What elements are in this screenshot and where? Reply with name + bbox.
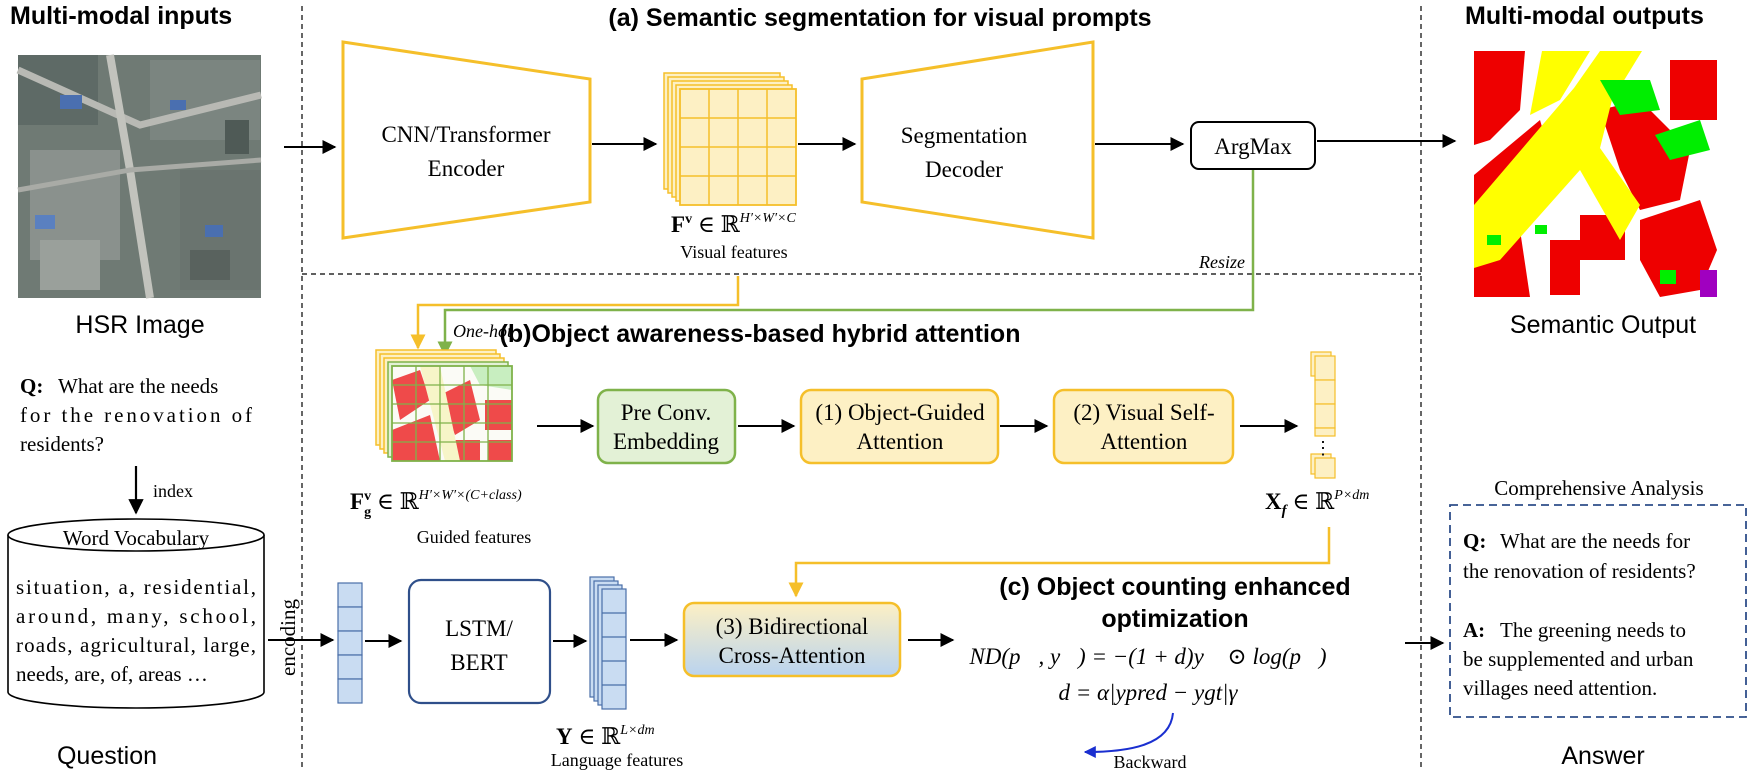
analysis-a-prefix: A: [1463, 618, 1485, 642]
outputs-header: Multi-modal outputs [1465, 2, 1704, 30]
argmax-label: ArgMax [1214, 134, 1292, 159]
argmax-box [1190, 121, 1316, 170]
object-guided-attention-box [799, 388, 1000, 465]
question-line-2: for the renovation of [20, 403, 252, 427]
word-vocabulary-cylinder [7, 518, 265, 709]
question-label: Question [57, 742, 157, 770]
vocab-line-3: roads, agricultural, large, [16, 633, 256, 657]
bca-line2: Cross-Attention [719, 643, 866, 668]
onehot-label: One-hot [453, 321, 513, 341]
inputs-header: Multi-modal inputs [10, 2, 232, 30]
visual-feature-stack [663, 72, 797, 206]
guided-features-caption: Guided features [417, 527, 531, 547]
resize-onehot-path [437, 170, 1255, 357]
semantic-output-map [1474, 51, 1717, 297]
language-features-caption: Language features [551, 750, 683, 770]
visual-self-attention-box [1052, 388, 1235, 465]
y-symbol: Y ∈ ℝL×dm [556, 723, 655, 749]
decoder-label-line2: Decoder [925, 157, 1003, 182]
semantic-output-label: Semantic Output [1510, 311, 1696, 339]
section-a-title: (a) Semantic segmentation for visual pro… [608, 4, 1151, 32]
guided-feature-stack [375, 349, 513, 462]
pre-conv-embedding-box [596, 388, 737, 465]
question-prefix: Q: [20, 374, 43, 398]
encoding-label: encoding [276, 599, 300, 676]
hsr-satellite-image [16, 54, 262, 299]
xf-ellipsis: ⋮ [1314, 438, 1332, 458]
question-line-3: residents? [20, 432, 104, 456]
visual-features-path [410, 276, 740, 350]
analysis-box [1449, 504, 1747, 718]
analysis-q-line1: What are the needs for [1500, 529, 1690, 553]
hsr-image-label: HSR Image [75, 311, 204, 339]
oga-line1: (1) Object-Guided [815, 400, 985, 425]
lstm-line1: LSTM/ [445, 616, 513, 641]
vocab-line-4: needs, are, of, areas … [16, 662, 208, 686]
visual-features-caption: Visual features [680, 242, 787, 262]
vsa-line2: Attention [1101, 429, 1188, 454]
decoder-label-line1: Segmentation [901, 123, 1028, 148]
question-line-1: What are the needs [58, 374, 218, 398]
backward-label: Backward [1114, 752, 1187, 772]
resize-label: Resize [1198, 252, 1245, 272]
vsa-line1: (2) Visual Self- [1073, 400, 1214, 425]
encoder-label-line2: Encoder [428, 156, 505, 181]
index-label: index [153, 481, 193, 501]
xf-symbol: Xf ∈ ℝP×dm [1265, 488, 1369, 519]
section-c-title-line2: optimization [1101, 605, 1248, 633]
bca-line1: (3) Bidirectional [716, 614, 869, 639]
vocab-line-1: situation, a, residential, [16, 575, 256, 599]
language-feature-stack [589, 576, 627, 710]
analysis-title: Comprehensive Analysis [1494, 476, 1703, 500]
analysis-a-line1: The greening needs to [1500, 618, 1686, 642]
pre-conv-line2: Embedding [613, 429, 720, 454]
xf-token-stack [1310, 351, 1336, 479]
section-b-title: (b)Object awareness-based hybrid attenti… [500, 320, 1021, 348]
backward-arrow [1083, 712, 1174, 758]
analysis-a-line3: villages need attention. [1463, 676, 1657, 700]
analysis-q-line2: the renovation of residents? [1463, 559, 1696, 583]
xf-to-bca-path [788, 527, 1331, 598]
bidirectional-cross-attention-box [682, 601, 902, 678]
analysis-q-prefix: Q: [1463, 529, 1486, 553]
oga-line2: Attention [857, 429, 944, 454]
analysis-a-line2: be supplemented and urban [1463, 647, 1694, 671]
fv-symbol: Fv ∈ ℝH′×W′×C [671, 211, 796, 237]
loss-formula-d: d = α|ypred − ygt|γ [1059, 680, 1239, 705]
encoder-label-line1: CNN/Transformer [381, 122, 550, 147]
lstm-bert-box [407, 578, 552, 705]
loss-formula-nd: ND(p⃗, y⃗) = −(1 + d)y⃗ ⊙ log(p⃗) [968, 644, 1326, 669]
section-c-title-line1: (c) Object counting enhanced [999, 573, 1350, 601]
pre-conv-line1: Pre Conv. [621, 400, 712, 425]
segmentation-decoder [860, 40, 1095, 240]
vocab-title: Word Vocabulary [63, 526, 210, 550]
lstm-line2: BERT [450, 650, 507, 675]
word-embedding-column [337, 582, 363, 704]
cnn-transformer-encoder [341, 40, 592, 240]
answer-label: Answer [1561, 742, 1644, 770]
